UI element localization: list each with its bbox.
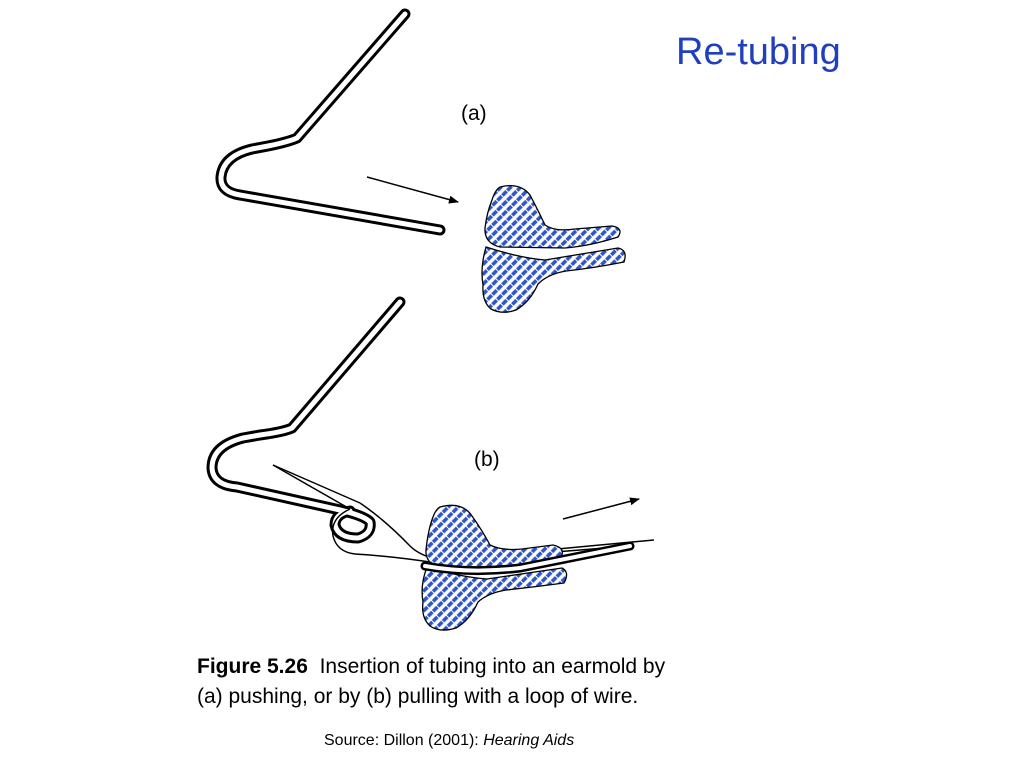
source-citation: Source: Dillon (2001): Hearing Aids — [324, 731, 574, 751]
panel-a-tubing — [215, 8, 446, 236]
panel-a-label: (a) — [461, 102, 487, 125]
source-prefix: Source: Dillon (2001): — [324, 732, 484, 749]
figure-caption: Figure 5.26 Insertion of tubing into an … — [197, 652, 665, 712]
caption-line-2: (a) pushing, or by (b) pulling with a lo… — [197, 685, 639, 708]
figure-number: Figure 5.26 — [197, 655, 308, 678]
panel-b-label: (b) — [474, 448, 500, 471]
panel-b-tube-through-earmold — [420, 541, 635, 576]
push-arrow — [366, 176, 459, 204]
panel-b-tubing — [206, 296, 406, 544]
slide-title: Re-tubing — [676, 31, 841, 73]
pull-arrow — [562, 497, 640, 520]
panel-a-earmold — [481, 184, 626, 313]
caption-line-1: Insertion of tubing into an earmold by — [319, 655, 666, 678]
source-book-title: Hearing Aids — [483, 732, 575, 749]
